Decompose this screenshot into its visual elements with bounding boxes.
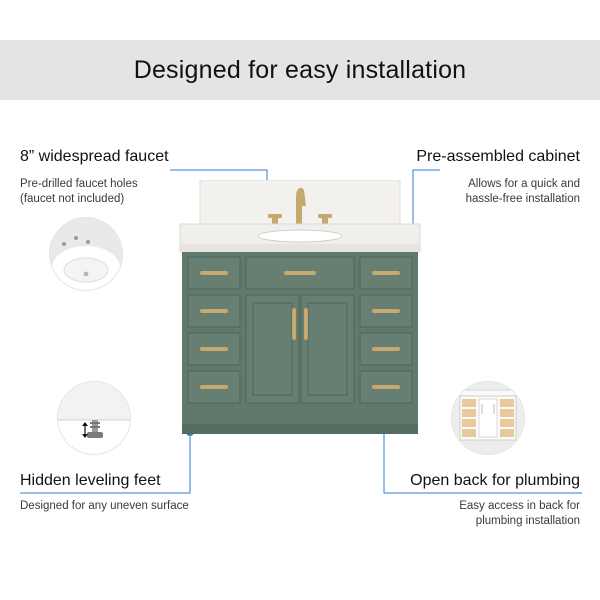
sink-basin-icon [50, 218, 122, 290]
cabinet-feature-desc: Allows for a quick and hassle-free insta… [465, 178, 580, 205]
feet-feature-title: Hidden leveling feet [20, 472, 161, 489]
plumbing-feature-title: Open back for plumbing [410, 472, 580, 489]
cabinet-feature-title: Pre-assembled cabinet [416, 148, 580, 165]
feet-connector-line [20, 432, 191, 494]
faucet-feature-title: 8” widespread faucet [20, 148, 169, 165]
header-banner: Designed for easy installation [0, 40, 600, 100]
plumbing-feature-desc: Easy access in back for plumbing install… [459, 500, 580, 527]
faucet-feature-desc: Pre-drilled faucet holes (faucet not inc… [20, 178, 138, 205]
leveling-foot-icon [58, 382, 130, 454]
feet-feature-desc: Designed for any uneven surface [20, 500, 189, 512]
sink-basin [257, 229, 343, 243]
vanity-illustration [179, 180, 421, 434]
open-back-cabinet-icon [452, 382, 524, 454]
page-title: Designed for easy installation [133, 55, 467, 84]
